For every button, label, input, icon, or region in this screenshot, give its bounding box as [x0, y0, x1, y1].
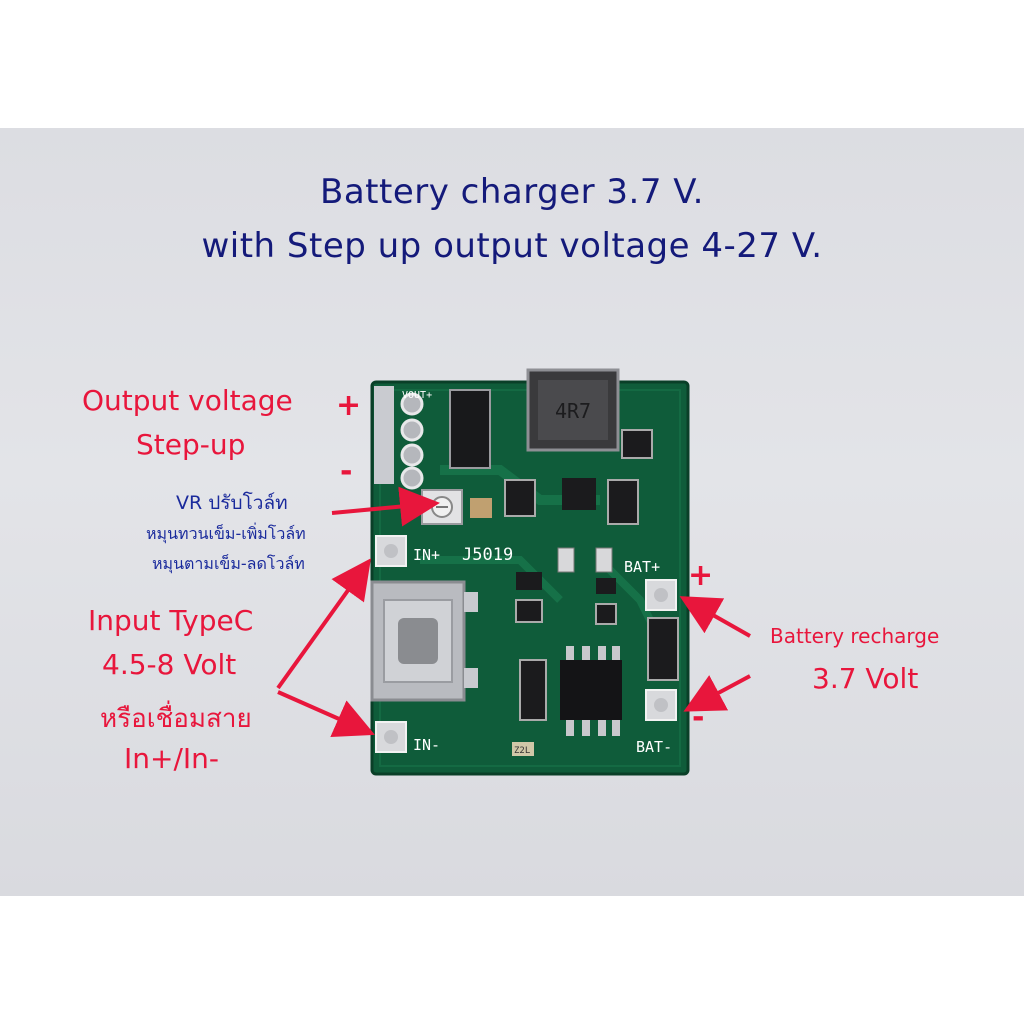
battery-minus-sign: -	[692, 700, 705, 735]
vout-header: VOUT+	[374, 386, 432, 490]
arrow-to-bat-minus	[683, 674, 751, 712]
diode	[449, 389, 491, 469]
inductor: 4R7	[526, 368, 620, 452]
battery-recharge-label: Battery recharge	[770, 624, 940, 648]
step-up-label: Step-up	[136, 428, 246, 461]
input-wire-label: หรือเชื่อมสาย	[100, 704, 252, 734]
arrow-to-bat-plus	[679, 596, 751, 638]
vr-label: VR ปรับโวล์ท	[176, 492, 288, 514]
output-plus-sign: +	[336, 388, 362, 423]
output-voltage-label: Output voltage	[82, 384, 293, 417]
arrow-to-vr	[331, 486, 440, 527]
inductor-marking: 4R7	[555, 399, 591, 423]
title-line-1: Battery charger 3.7 V.	[320, 172, 704, 212]
arrow-to-in-minus	[277, 690, 375, 737]
bat-minus-label: BAT-	[636, 738, 672, 756]
pad-bat-minus	[645, 689, 677, 721]
arrow-to-in-plus	[276, 558, 371, 690]
pad-in-plus	[375, 535, 407, 567]
potentiometer	[421, 489, 463, 525]
usb-c-connector	[370, 580, 478, 702]
small-marking: Z2L	[514, 746, 530, 756]
input-voltage-label: 4.5-8 Volt	[102, 648, 237, 681]
input-pins-label: In+/In-	[124, 742, 220, 775]
vout-label: VOUT+	[402, 390, 432, 401]
charger-ic	[560, 646, 622, 736]
model-label: J5019	[462, 545, 513, 565]
title-line-2: with Step up output voltage 4-27 V.	[201, 226, 823, 266]
bat-plus-label: BAT+	[624, 558, 660, 576]
battery-voltage-label: 3.7 Volt	[812, 662, 919, 695]
annotation-arrows	[276, 486, 751, 737]
vr-cw-label: หมุนตามเข็ม-ลดโวล์ท	[152, 554, 305, 573]
in-plus-label: IN+	[413, 546, 440, 564]
vr-ccw-label: หมุนทวนเข็ม-เพิ่มโวล์ท	[146, 524, 306, 543]
input-typec-label: Input TypeC	[88, 604, 254, 637]
battery-plus-sign: +	[688, 558, 714, 593]
in-minus-label: IN-	[413, 736, 440, 754]
output-minus-sign: -	[340, 454, 353, 489]
